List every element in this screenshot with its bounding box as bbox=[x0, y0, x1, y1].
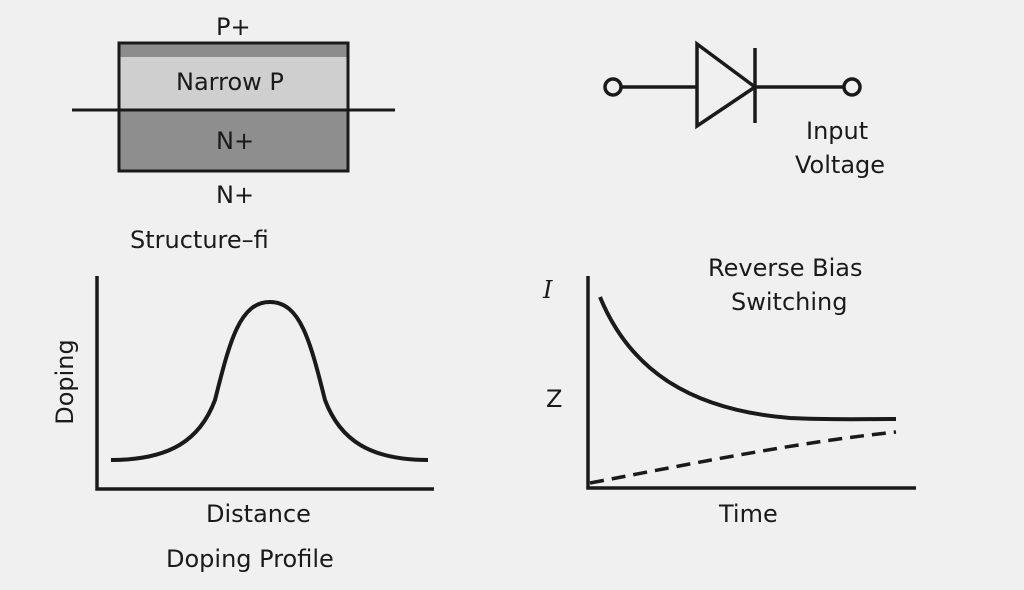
y-label-z: Z bbox=[546, 385, 563, 413]
switching-xlabel: Time bbox=[719, 500, 778, 528]
switching-title-2: Switching bbox=[731, 288, 848, 316]
doping-xlabel: Distance bbox=[206, 500, 311, 528]
switching-title-1: Reverse Bias bbox=[708, 254, 863, 282]
doping-ylabel: Doping bbox=[50, 339, 79, 425]
narrow-p-label: Narrow P bbox=[176, 68, 284, 96]
n-plus-layer-label: N+ bbox=[216, 127, 255, 155]
input-label: Input bbox=[806, 117, 869, 145]
doping-title: Doping Profile bbox=[166, 545, 334, 573]
doping-chart bbox=[95, 276, 434, 491]
voltage-label: Voltage bbox=[795, 151, 886, 179]
diode-symbol bbox=[603, 40, 862, 130]
z-curve bbox=[589, 430, 897, 485]
device-structure bbox=[72, 41, 395, 173]
y-label-i: I bbox=[543, 276, 553, 304]
current-curve bbox=[598, 296, 897, 422]
structure-caption: Structure–fi bbox=[130, 226, 269, 254]
p-plus-label: P+ bbox=[216, 13, 251, 41]
n-plus-bottom-label: N+ bbox=[216, 181, 255, 209]
switching-chart bbox=[586, 276, 916, 490]
